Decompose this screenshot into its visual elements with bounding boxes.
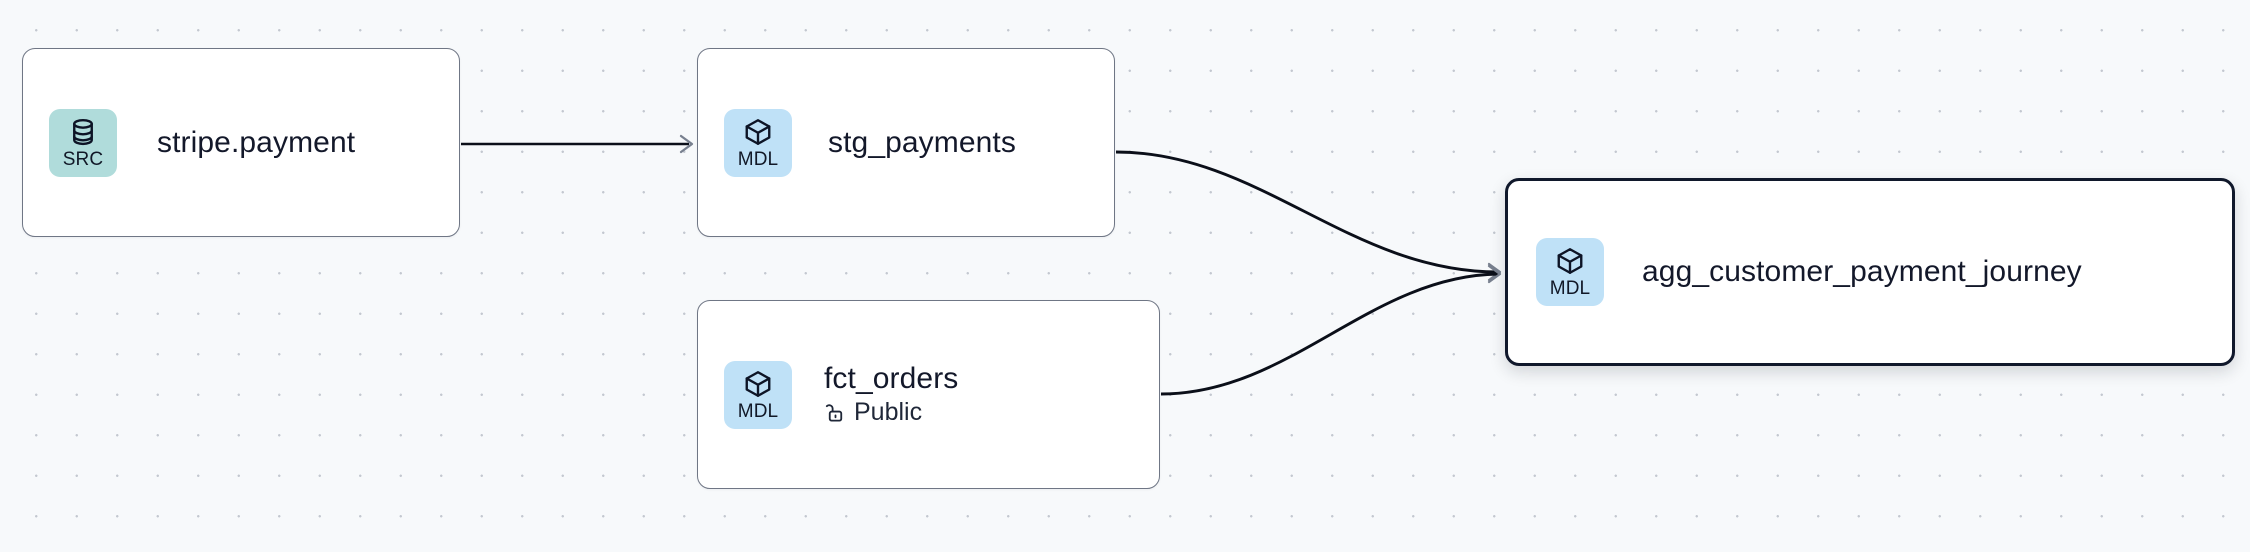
arrowhead-icon — [1487, 264, 1502, 284]
node-title: fct_orders — [824, 361, 959, 395]
node-body: stg_payments — [828, 126, 1016, 160]
edge-stg-payments-to-agg-journey — [1115, 150, 1502, 282]
node-fct-orders[interactable]: MDL fct_orders Public — [697, 300, 1160, 489]
cube-icon — [1557, 248, 1583, 274]
cube-icon — [745, 118, 771, 145]
node-type-badge-mdl: MDL — [724, 360, 792, 429]
edge-fct-orders-to-agg-journey — [1160, 264, 1502, 396]
node-body: agg_customer_payment_journey — [1642, 255, 2082, 289]
node-agg-customer-payment-journey[interactable]: MDL agg_customer_payment_journey — [1505, 178, 2235, 366]
node-title: stg_payments — [828, 125, 1016, 159]
node-title: stripe.payment — [157, 125, 356, 159]
node-stg-payments[interactable]: MDL stg_payments — [697, 48, 1115, 237]
unlock-icon — [825, 404, 843, 422]
node-title: agg_customer_payment_journey — [1642, 255, 2082, 289]
badge-label: MDL — [737, 148, 779, 170]
node-visibility: Public — [824, 398, 958, 427]
node-body: stripe.payment — [157, 126, 355, 160]
node-type-badge-mdl: MDL — [724, 108, 792, 177]
arrowhead-icon — [1487, 262, 1502, 282]
badge-label: SRC — [62, 148, 104, 170]
cube-icon — [745, 370, 771, 397]
visibility-label: Public — [854, 398, 923, 427]
database-icon — [73, 118, 93, 145]
node-type-badge-src: SRC — [49, 108, 117, 177]
node-type-badge-mdl: MDL — [1536, 238, 1604, 306]
arrowhead-icon — [679, 134, 694, 154]
edge-stripe-payment-to-stg-payments — [461, 134, 694, 154]
node-stripe-payment[interactable]: SRC stripe.payment — [22, 48, 460, 237]
node-body: fct_orders Public — [824, 362, 958, 427]
badge-label: MDL — [737, 400, 779, 422]
badge-label: MDL — [1549, 278, 1591, 299]
